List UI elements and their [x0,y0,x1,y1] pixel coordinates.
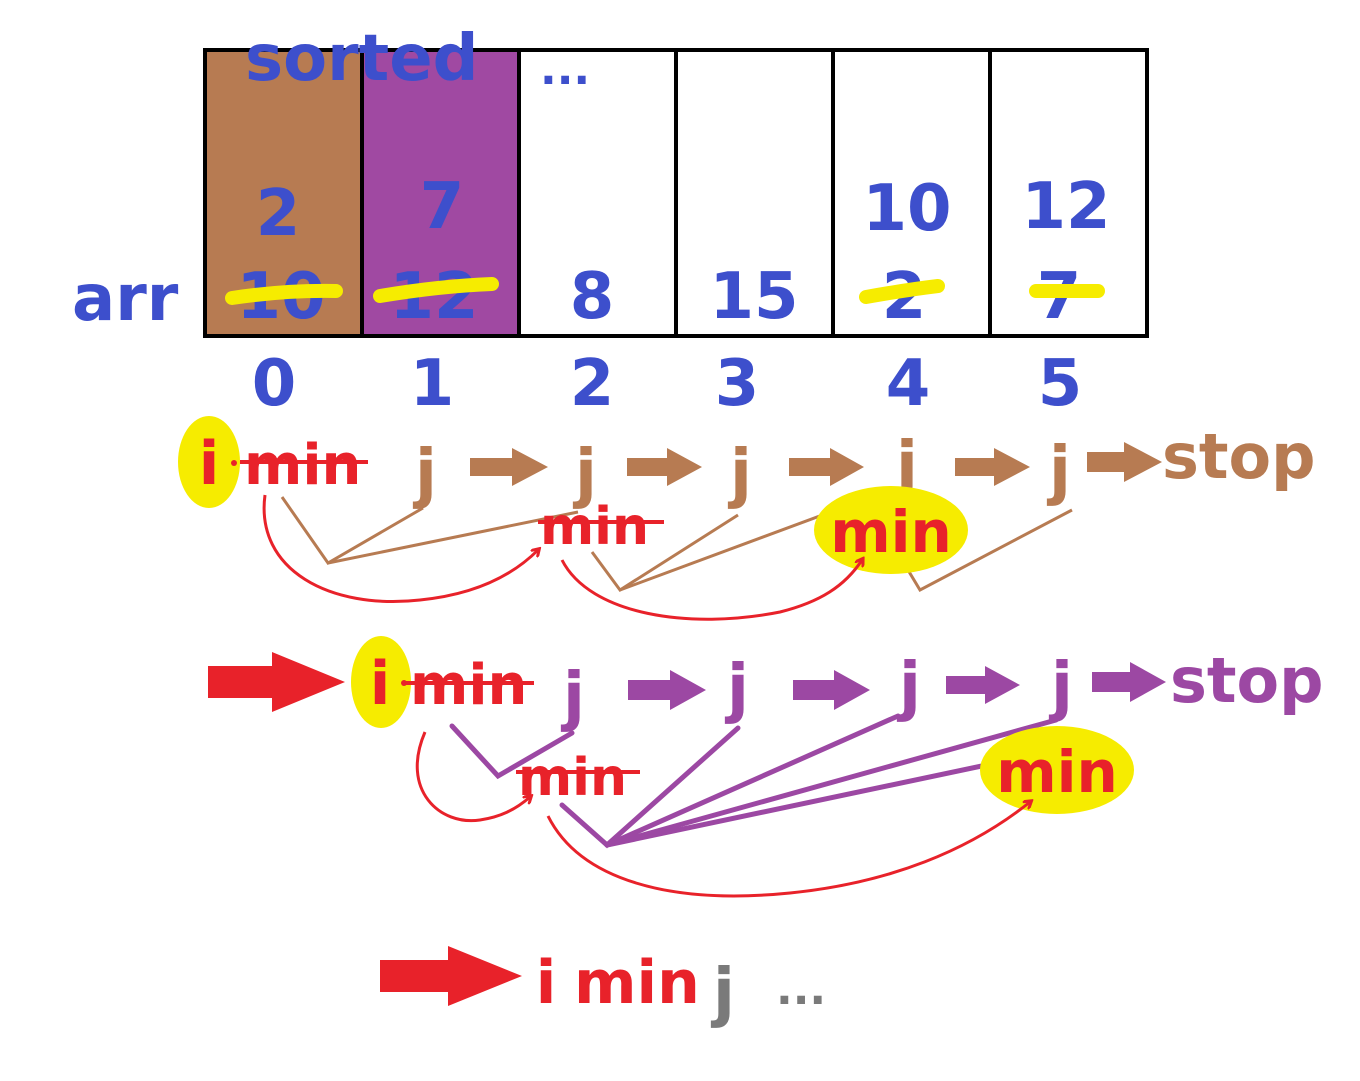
cell-5-new-value: 12 [1021,170,1110,244]
pass2-min-update-arrows [415,731,1030,898]
pass1-mid-min: min [540,497,649,557]
pass3-j: j [710,956,735,1030]
yellow-strikes [225,277,1105,305]
pass2-stop: stop [1170,644,1324,717]
pass3-min: min [574,948,700,1018]
array-cell-2 [519,50,676,336]
pass1-min-struck: min [244,433,361,498]
pass1-final-min: min [830,498,952,566]
pass3-ellipsis: ... [776,964,826,1015]
pass2-j-5: j [896,650,921,724]
pass2-mid-min: min [518,748,627,808]
cell-2-value: 8 [570,260,615,334]
cell-4-new-value: 10 [862,172,951,246]
pass2-final-min: min [996,738,1118,806]
pass2-indicator-arrow [208,652,345,712]
pass1-j-3: j [572,437,597,511]
pass2-min-struck: min [410,653,527,718]
pass1-min-update-arrows [262,494,862,621]
cell-0-new-value: 2 [256,177,301,251]
index-3: 3 [715,347,760,421]
index-4: 4 [886,347,931,421]
pass2-final-min-highlight [980,726,1134,814]
pass2-i-highlight [351,636,411,728]
index-2: 2 [570,347,615,421]
pass2-j-3: j [560,660,585,734]
pass2-i: i [370,649,391,719]
pass3-indicator-arrow [380,946,522,1006]
pass1-j-4: j [727,437,752,511]
pass1-i-highlight [178,416,240,508]
pass1-i: i [199,429,220,499]
index-0: 0 [252,347,297,421]
index-1: 1 [410,347,455,421]
pass1-stop: stop [1162,420,1316,493]
cell-3-value: 15 [709,260,798,334]
pass2-j-6: j [1048,650,1073,724]
index-5: 5 [1038,347,1083,421]
pass2-comparison-lines [449,713,1059,849]
pass2-j-4: j [724,652,749,726]
array-ellipsis: ... [540,44,590,95]
pass2-arrows [628,662,1166,710]
pass1-arrows [470,442,1162,486]
array-cell-3 [676,50,833,336]
pass1-j-2: j [412,437,437,511]
pass1-final-min-highlight [814,486,968,574]
sorted-label: sorted [245,22,478,96]
pass1-j-6: j [1046,434,1071,508]
arr-label: arr [72,262,179,336]
pass3-i: i [536,948,557,1018]
cell-1-new-value: 7 [420,170,465,244]
